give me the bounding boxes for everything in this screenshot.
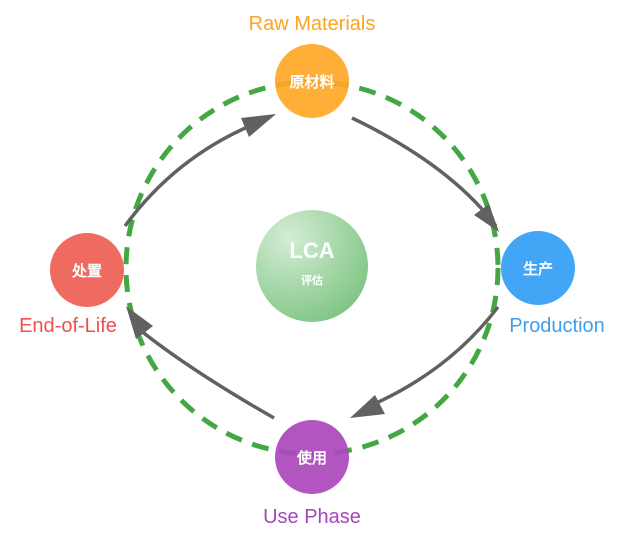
node-label-production: Production [509,315,605,337]
node-zh-raw-materials: 原材料 [289,73,334,91]
node-circle-end-of-life [50,233,124,307]
node-zh-production: 生产 [523,260,553,278]
arrowhead-use [350,395,385,418]
node-raw-materials[interactable]: 原材料 Raw Materials [249,13,376,118]
node-use-phase[interactable]: 使用 Use Phase [263,420,361,528]
node-zh-use-phase: 使用 [296,449,327,467]
flow-arrow-end-to-raw [123,123,253,228]
flow-arrow-use-to-end [138,328,275,420]
node-circle-use-phase [275,420,349,494]
node-label-use-phase: Use Phase [263,506,361,528]
lca-center-circle [256,210,368,322]
arrowhead-raw [241,114,276,137]
lca-title: LCA [289,238,334,263]
node-zh-end-of-life: 处置 [71,262,102,280]
flow-arrow-production-to-use [371,305,500,407]
node-circle-raw-materials [275,44,349,118]
flow-arrow-raw-to-production [351,116,498,228]
node-label-raw-materials: Raw Materials [249,13,376,35]
node-end-of-life[interactable]: 处置 End-of-Life [19,233,124,337]
arrowhead-production [474,204,499,232]
lca-subtitle: 评估 [301,273,323,287]
lca-center: LCA 评估 [256,210,368,322]
node-label-end-of-life: End-of-Life [19,315,117,337]
node-circle-production [501,231,575,305]
node-production[interactable]: 生产 Production [501,231,605,337]
arrowhead-end [126,306,153,339]
flow-arrows [123,114,500,420]
